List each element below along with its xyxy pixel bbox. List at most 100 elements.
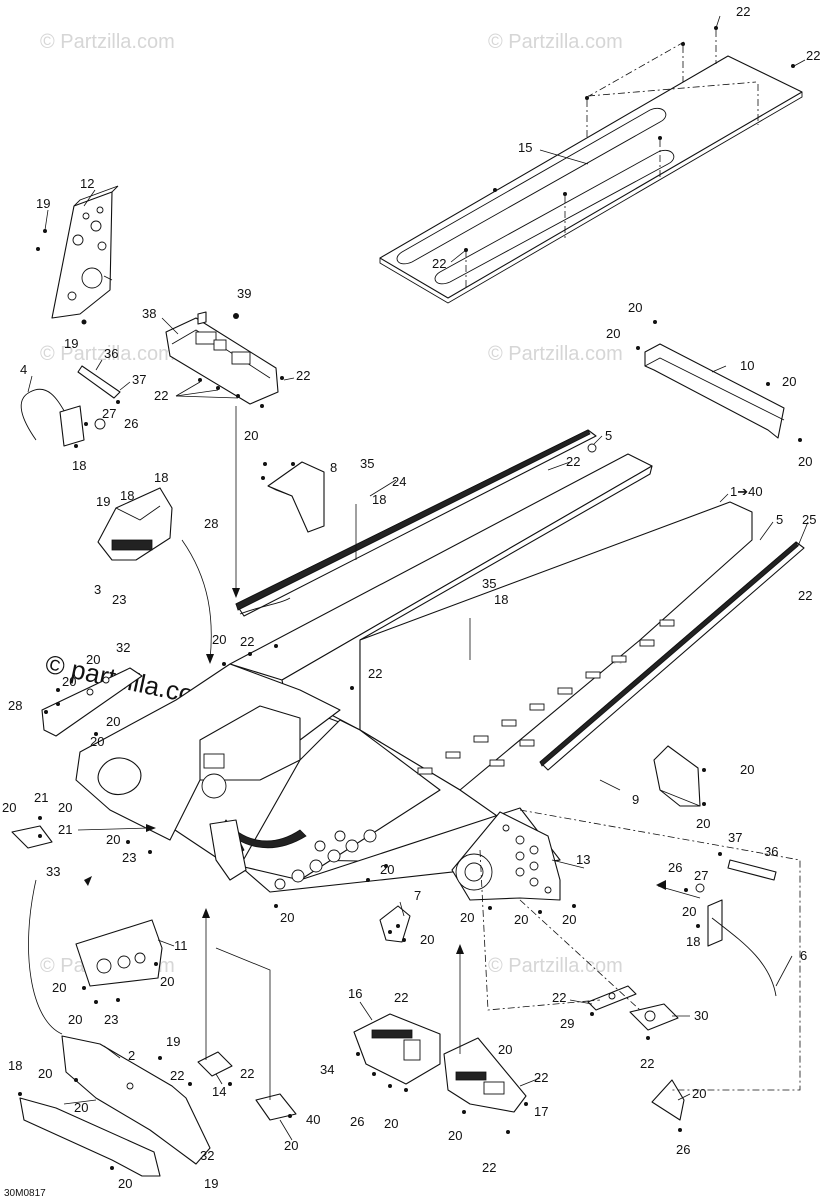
callout-label: 27	[102, 406, 116, 421]
part-40-bracket	[651, 1079, 685, 1121]
callout-label: 16	[348, 986, 362, 1001]
callout-label: 19	[166, 1034, 180, 1049]
callout-label: 20	[740, 762, 754, 777]
part-6-cable-right	[695, 859, 777, 997]
callout-label: 29	[560, 1016, 574, 1031]
callout-label: 5	[605, 428, 612, 443]
callout-label: 6	[800, 948, 807, 963]
part-38-cross-bracket	[165, 311, 284, 408]
callout-label: 20	[420, 932, 434, 947]
callout-label: 20	[384, 1116, 398, 1131]
callout-label: 22	[482, 1160, 496, 1175]
part-1-tunnel	[75, 453, 753, 893]
callout-label: 22	[566, 454, 580, 469]
callout-label: 20	[606, 326, 620, 341]
part-9-bracket	[653, 745, 701, 807]
callout-label: 20	[380, 862, 394, 877]
callout-labels: 22 22 15 22 12 19 19 39 38 20 20 10 20 2…	[2, 4, 820, 1191]
callout-label: 20	[562, 912, 576, 927]
callout-label: 13	[576, 852, 590, 867]
part-2-rail	[61, 1035, 211, 1165]
callout-label: 20	[58, 800, 72, 815]
part-33-plate	[11, 825, 53, 849]
callout-label: 19	[64, 336, 78, 351]
callout-label: 39	[237, 286, 251, 301]
part-30-bracket	[629, 1003, 679, 1031]
callout-label: 20	[118, 1176, 132, 1191]
callout-label: 23	[104, 1012, 118, 1027]
callout-label: 24	[392, 474, 406, 489]
watermark: © Partzilla.com	[40, 343, 175, 365]
callout-label: 26	[676, 1142, 690, 1157]
callout-label: 20	[86, 652, 100, 667]
callout-label: 36	[104, 346, 118, 361]
callout-label: 15	[518, 140, 532, 155]
watermark: © Partzilla.com	[488, 31, 623, 53]
callout-label: 14	[212, 1084, 226, 1099]
callout-label: 22	[640, 1056, 654, 1071]
part-16-bracket	[353, 1013, 441, 1085]
callout-label: 18	[8, 1058, 22, 1073]
callout-label: 22	[240, 634, 254, 649]
callout-label: 21	[58, 822, 72, 837]
part-14-clip	[197, 1051, 233, 1077]
callout-label: 20	[798, 454, 812, 469]
callout-label: 7	[414, 888, 421, 903]
callout-label: 20	[460, 910, 474, 925]
callout-label: 22	[296, 368, 310, 383]
callout-label: 32	[116, 640, 130, 655]
part-8-plate	[261, 461, 325, 533]
callout-label: 20	[38, 1066, 52, 1081]
callout-label: 33	[46, 864, 60, 879]
callout-label: 18	[686, 934, 700, 949]
callout-label: 22	[806, 48, 820, 63]
callout-label: 32	[200, 1148, 214, 1163]
callout-label: 20	[692, 1086, 706, 1101]
part-13-plate	[451, 811, 561, 901]
callout-label: 23	[122, 850, 136, 865]
callout-label: 26	[350, 1114, 364, 1129]
callout-label: 20	[106, 832, 120, 847]
part-15-skid-plate	[379, 26, 803, 304]
callout-label: 20	[90, 734, 104, 749]
callout-label: 30	[694, 1008, 708, 1023]
callout-label: 35	[482, 576, 496, 591]
callout-label: 20	[628, 300, 642, 315]
callout-label: 20	[62, 674, 76, 689]
callout-label: 19	[36, 196, 50, 211]
callout-label: 26	[124, 416, 138, 431]
callout-label: 25	[802, 512, 816, 527]
callout-label: 37	[728, 830, 742, 845]
part-11-panel	[75, 919, 163, 987]
callout-label: 20	[2, 800, 16, 815]
callout-label: 20	[498, 1042, 512, 1057]
part-25-rail	[539, 541, 805, 771]
callout-label: 27	[694, 868, 708, 883]
callout-label: 5	[776, 512, 783, 527]
callout-label: 1➔40	[730, 484, 763, 499]
tunnel-holes	[274, 829, 377, 890]
callout-label: 22	[736, 4, 750, 19]
callout-label: 18	[154, 470, 168, 485]
part-7-plate	[379, 905, 411, 943]
callout-label: 12	[80, 176, 94, 191]
callout-label: 22	[552, 990, 566, 1005]
callout-label: 22	[368, 666, 382, 681]
callout-label: 37	[132, 372, 146, 387]
watermark: © Partzilla.com	[488, 955, 623, 977]
callout-label: 22	[798, 588, 812, 603]
part-32-clip	[255, 1093, 297, 1121]
callout-label: 20	[160, 974, 174, 989]
part-4-cable-left	[20, 365, 121, 448]
callout-label: 10	[740, 358, 754, 373]
callout-label: 18	[72, 458, 86, 473]
part-24-rail	[235, 429, 597, 617]
fasteners	[18, 644, 722, 1170]
callout-label: 11	[174, 938, 188, 953]
callout-label: 18	[372, 492, 386, 507]
callout-label: 18	[494, 592, 508, 607]
watermark: © Partzilla.com	[40, 31, 175, 53]
callout-label: 20	[782, 374, 796, 389]
callout-label: 28	[8, 698, 22, 713]
callout-label: 22	[154, 388, 168, 403]
